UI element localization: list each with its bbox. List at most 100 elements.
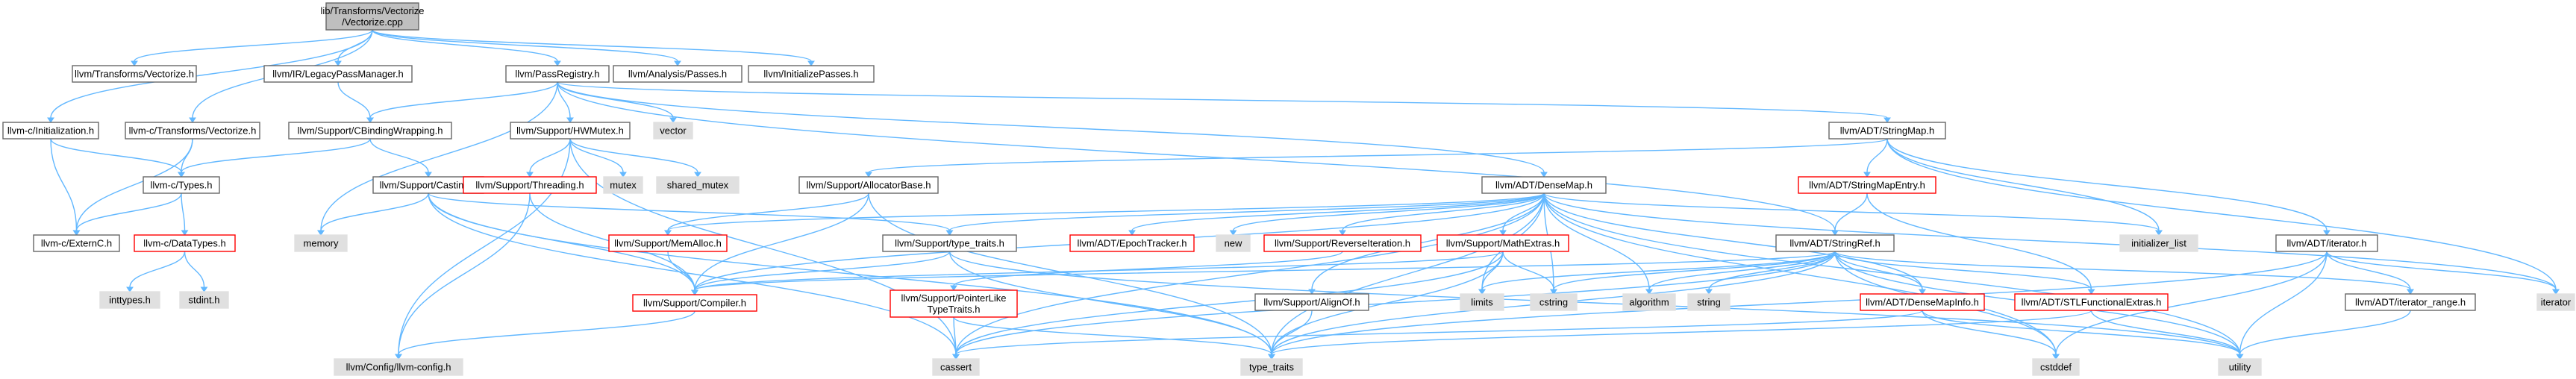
- node-llvmconfig[interactable]: llvm/Config/llvm-config.h: [334, 358, 463, 376]
- edge-line: [529, 138, 571, 173]
- node-reverseiter[interactable]: llvm/Support/ReverseIteration.h: [1263, 234, 1422, 252]
- node-vec_h[interactable]: llvm/Transforms/Vectorize.h: [72, 65, 197, 83]
- node-analysis[interactable]: llvm/Analysis/Passes.h: [613, 65, 743, 83]
- edge-line: [372, 29, 812, 62]
- node-label: mutex: [610, 180, 637, 191]
- node-compiler[interactable]: llvm/Support/Compiler.h: [632, 294, 757, 312]
- node-alignof[interactable]: llvm/Support/AlignOf.h: [1254, 293, 1369, 311]
- edge-line: [667, 192, 869, 231]
- edge-line: [1708, 251, 1836, 290]
- node-box: [653, 122, 693, 140]
- edge-casting-to-typetraits_h: [428, 192, 954, 236]
- node-cassert[interactable]: cassert: [932, 358, 980, 376]
- arrowhead-icon: [72, 230, 81, 236]
- node-box: [134, 234, 236, 252]
- node-cstddef[interactable]: cstddef: [2032, 358, 2080, 376]
- node-cstring[interactable]: cstring: [1530, 293, 1578, 311]
- node-mutex[interactable]: mutex: [603, 176, 643, 194]
- edge-strmapentry-to-stlfunc: [1866, 192, 2095, 295]
- node-initpasses[interactable]: llvm/InitializePasses.h: [748, 65, 875, 83]
- node-stlfunc[interactable]: llvm/ADT/STLFunctionalExtras.h: [2014, 293, 2169, 311]
- node-inttypes[interactable]: inttypes.h: [99, 291, 160, 309]
- node-strmapentry[interactable]: llvm/ADT/StringMapEntry.h: [1798, 176, 1936, 194]
- node-cbinding[interactable]: llvm/Support/CBindingWrapping.h: [288, 122, 452, 140]
- edge-densemap-to-cassert: [952, 192, 1545, 360]
- node-c_datatypes[interactable]: llvm-c/DataTypes.h: [134, 234, 236, 252]
- node-passreg[interactable]: llvm/PassRegistry.h: [505, 65, 610, 83]
- edge-line: [1543, 192, 2160, 231]
- node-casting[interactable]: llvm/Support/Casting.h: [372, 176, 484, 194]
- node-new[interactable]: new: [1216, 234, 1251, 252]
- node-limits[interactable]: limits: [1460, 293, 1504, 311]
- node-algorithm[interactable]: algorithm: [1622, 293, 1676, 311]
- node-box: [1263, 234, 1422, 252]
- node-utility[interactable]: utility: [2218, 358, 2262, 376]
- edge-line: [398, 192, 531, 355]
- arrowhead-icon: [2052, 354, 2060, 360]
- edge-densemapinfo-to-utility: [1922, 310, 2244, 360]
- edge-root-to-initpasses: [372, 29, 815, 66]
- edge-compiler-to-llvmconfig: [395, 310, 695, 360]
- edge-strmapentry-to-stringref: [1831, 192, 1868, 236]
- node-stdint[interactable]: stdint.h: [179, 291, 229, 309]
- edge-line: [1543, 192, 1650, 290]
- node-stringmap[interactable]: llvm/ADT/StringMap.h: [1828, 122, 1946, 140]
- arrowhead-icon: [950, 285, 957, 291]
- node-box: [2218, 358, 2262, 376]
- node-label: cstring: [1539, 297, 1568, 308]
- node-threading[interactable]: llvm/Support/Threading.h: [463, 176, 597, 194]
- node-label: llvm/ADT/DenseMapInfo.h: [1866, 297, 1979, 308]
- node-root[interactable]: lib/Transforms/Vectorize/Vectorize.cpp: [321, 2, 425, 31]
- node-c_vec[interactable]: llvm-c/Transforms/Vectorize.h: [125, 122, 260, 140]
- arrowhead-icon: [674, 60, 681, 66]
- edge-passreg-to-densemap: [557, 81, 1548, 178]
- node-vector[interactable]: vector: [653, 122, 693, 140]
- node-c_externc[interactable]: llvm-c/ExternC.h: [33, 234, 120, 252]
- edge-line: [1311, 192, 1545, 290]
- node-hwmutex[interactable]: llvm/Support/HWMutex.h: [510, 122, 631, 140]
- node-box: [2014, 293, 2169, 311]
- node-type_traits[interactable]: type_traits: [1240, 358, 1303, 376]
- node-box: [1481, 176, 1607, 194]
- arrowhead-icon: [334, 60, 342, 66]
- node-memalloc[interactable]: llvm/Support/MemAlloc.h: [608, 234, 728, 252]
- edges-layer: [47, 29, 2560, 360]
- node-c_types[interactable]: llvm-c/Types.h: [143, 176, 220, 194]
- node-mathextras[interactable]: llvm/Support/MathExtras.h: [1437, 234, 1569, 252]
- arrowhead-icon: [2552, 289, 2560, 295]
- node-initlist[interactable]: initializer_list: [2119, 234, 2198, 252]
- node-c_init[interactable]: llvm-c/Initialization.h: [2, 122, 99, 140]
- node-iterator[interactable]: iterator: [2536, 293, 2575, 311]
- node-memory[interactable]: memory: [294, 234, 348, 252]
- edge-line: [868, 138, 1888, 173]
- node-label: llvm/Support/Casting.h: [380, 180, 478, 191]
- node-label: llvm/Analysis/Passes.h: [628, 69, 727, 80]
- edge-line: [1866, 138, 1888, 173]
- edge-line: [2239, 310, 2411, 355]
- node-iterrange[interactable]: llvm/ADT/iterator_range.h: [2345, 293, 2476, 311]
- edge-line: [1834, 251, 1923, 290]
- node-legacy[interactable]: llvm/IR/LegacyPassManager.h: [263, 65, 413, 83]
- node-string[interactable]: string: [1687, 293, 1731, 311]
- edge-line: [1271, 192, 1545, 355]
- node-label: utility: [2229, 362, 2251, 373]
- edge-root-to-vec_h: [131, 29, 373, 66]
- node-epoch[interactable]: llvm/ADT/EpochTracker.h: [1069, 234, 1195, 252]
- node-allocbase[interactable]: llvm/Support/AllocatorBase.h: [798, 176, 939, 194]
- edge-line: [75, 138, 193, 231]
- node-densemapinfo[interactable]: llvm/ADT/DenseMapInfo.h: [1860, 293, 1985, 311]
- arrowhead-icon: [1919, 289, 1926, 295]
- edge-line: [1502, 251, 1554, 290]
- node-stringref[interactable]: llvm/ADT/StringRef.h: [1775, 234, 1895, 252]
- arrowhead-icon: [181, 230, 189, 236]
- node-densemap[interactable]: llvm/ADT/DenseMap.h: [1481, 176, 1607, 194]
- arrowhead-icon: [1831, 230, 1839, 236]
- node-box: [505, 65, 610, 83]
- node-typetraits_h[interactable]: llvm/Support/type_traits.h: [882, 234, 1017, 252]
- node-shared_mutex[interactable]: shared_mutex: [656, 176, 740, 194]
- node-iterator_h[interactable]: llvm/ADT/iterator.h: [2275, 234, 2378, 252]
- node-label: llvm/IR/LegacyPassManager.h: [272, 69, 404, 80]
- node-box: [263, 65, 413, 83]
- edge-line: [667, 251, 695, 291]
